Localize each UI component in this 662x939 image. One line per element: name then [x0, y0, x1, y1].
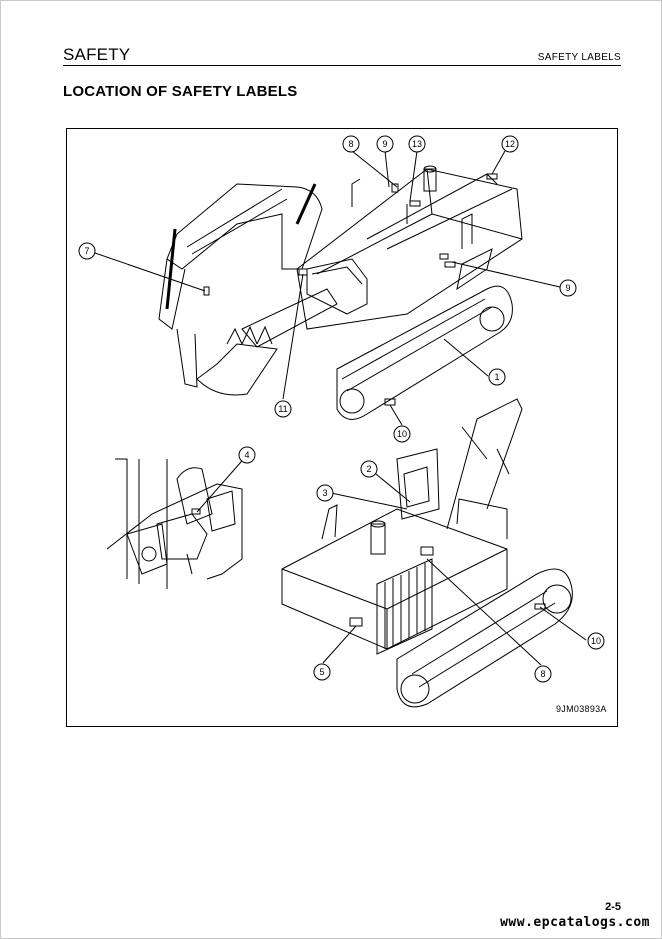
callout-4: 4	[238, 446, 256, 464]
svg-text:2: 2	[366, 464, 371, 474]
callout-1: 1	[488, 368, 506, 386]
svg-text:10: 10	[397, 429, 407, 439]
figure-code: 9JM03893A	[556, 704, 607, 714]
callout-13: 13	[408, 135, 426, 153]
svg-text:7: 7	[84, 246, 89, 256]
page-title: LOCATION OF SAFETY LABELS	[63, 83, 298, 100]
svg-text:3: 3	[322, 488, 327, 498]
svg-text:8: 8	[348, 139, 353, 149]
svg-text:8: 8	[540, 669, 545, 679]
rear-view-drawing	[281, 398, 573, 708]
svg-text:1: 1	[494, 372, 499, 382]
svg-text:4: 4	[244, 450, 249, 460]
svg-text:12: 12	[505, 139, 515, 149]
chapter-heading: SAFETY	[63, 45, 131, 64]
leader-lines	[94, 150, 587, 666]
page-number: 2-5	[605, 901, 621, 913]
callout-3: 3	[316, 484, 334, 502]
svg-text:13: 13	[412, 139, 422, 149]
callout-8: 8	[534, 665, 552, 683]
callout-10-top: 10	[393, 425, 411, 443]
callout-11: 11	[274, 400, 292, 418]
safety-label-figure: 7 8 9 13 12 9 1 10 11 4 2	[66, 128, 618, 727]
svg-text:9: 9	[382, 139, 387, 149]
svg-text:11: 11	[278, 404, 287, 414]
main-excavator-drawing	[158, 165, 523, 420]
callout-7: 8	[342, 135, 360, 153]
callout-6: 7	[78, 242, 96, 260]
callout-2: 2	[360, 460, 378, 478]
excavator-illustration: 7 8 9 13 12 9 1 10 11 4 2	[78, 135, 605, 708]
svg-text:9: 9	[565, 283, 570, 293]
watermark-text: www.epcatalogs.com	[500, 915, 650, 930]
svg-text:5: 5	[319, 667, 324, 677]
header-divider	[63, 65, 621, 66]
callout-9-top: 9	[376, 135, 394, 153]
callout-12: 12	[501, 135, 519, 153]
section-heading: SAFETY LABELS	[537, 52, 621, 63]
callout-9-right: 9	[559, 279, 577, 297]
svg-text:10: 10	[591, 636, 601, 646]
callout-10-bottom: 10	[587, 632, 605, 650]
callout-5: 5	[313, 663, 331, 681]
cab-interior-drawing	[106, 458, 243, 589]
